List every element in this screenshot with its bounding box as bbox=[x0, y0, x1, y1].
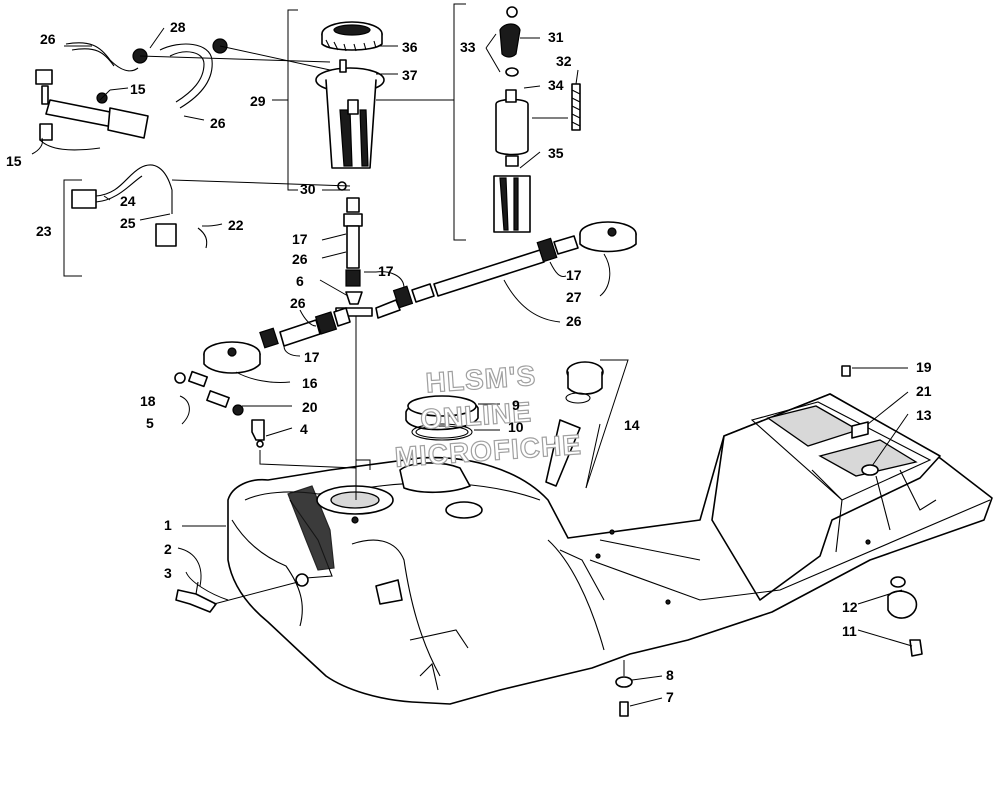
callout-17-right: 17 bbox=[566, 267, 582, 283]
callout-26-top-left: 26 bbox=[40, 31, 56, 47]
callout-20: 20 bbox=[302, 399, 318, 415]
callout-26-return: 26 bbox=[290, 295, 306, 311]
return-line-left bbox=[259, 307, 351, 349]
callout-21: 21 bbox=[916, 383, 932, 399]
filler-cap-ring-36 bbox=[321, 21, 383, 52]
callout-26-crossover: 26 bbox=[566, 313, 582, 329]
sender-unit-14 bbox=[545, 361, 604, 487]
callout-23: 23 bbox=[36, 223, 52, 239]
callout-33: 33 bbox=[460, 39, 476, 55]
callout-3: 3 bbox=[164, 565, 172, 581]
bracket-29 bbox=[272, 9, 298, 191]
drain-plug-19-21-13 bbox=[841, 365, 891, 531]
pump-module-37 bbox=[315, 59, 385, 191]
fuel-tank bbox=[227, 393, 993, 705]
callout-11: 11 bbox=[842, 623, 857, 639]
callout-31: 31 bbox=[548, 29, 564, 45]
callout-26-rail: 26 bbox=[210, 115, 226, 131]
callout-6: 6 bbox=[296, 273, 304, 289]
gasket-10 bbox=[411, 423, 473, 441]
callout-29: 29 bbox=[250, 93, 266, 109]
callout-10: 10 bbox=[508, 419, 524, 435]
callout-22: 22 bbox=[228, 217, 244, 233]
callout-14: 14 bbox=[624, 417, 640, 433]
vent-fittings bbox=[174, 370, 265, 448]
callout-32: 32 bbox=[556, 53, 572, 69]
callout-17-return: 17 bbox=[304, 349, 320, 365]
callout-37: 37 bbox=[402, 67, 418, 83]
callout-18: 18 bbox=[140, 393, 156, 409]
callout-15-upper: 15 bbox=[130, 81, 146, 97]
callouts: 26 28 15 26 15 29 36 37 30 33 31 32 34 3… bbox=[6, 19, 932, 705]
callout-35: 35 bbox=[548, 145, 564, 161]
bracket-14 bbox=[585, 359, 629, 489]
watermark-line-1: HLSM'S bbox=[425, 360, 538, 399]
callout-13: 13 bbox=[916, 407, 932, 423]
fuel-pickup-27 bbox=[579, 221, 637, 253]
callout-17-cross: 17 bbox=[378, 263, 394, 279]
callout-12: 12 bbox=[842, 599, 858, 615]
callout-16: 16 bbox=[302, 375, 318, 391]
callout-1: 1 bbox=[164, 517, 172, 533]
callout-28: 28 bbox=[170, 19, 186, 35]
fitting-2-3 bbox=[175, 581, 217, 613]
callout-15-lower: 15 bbox=[6, 153, 22, 169]
callout-24: 24 bbox=[120, 193, 136, 209]
callout-7: 7 bbox=[666, 689, 674, 705]
callout-2: 2 bbox=[164, 541, 172, 557]
fuel-cap-9 bbox=[405, 395, 479, 431]
callout-19: 19 bbox=[916, 359, 932, 375]
callout-25: 25 bbox=[120, 215, 136, 231]
vertical-hose-assembly bbox=[335, 197, 373, 317]
callout-5: 5 bbox=[146, 415, 154, 431]
bracket-pump-group bbox=[453, 3, 466, 241]
wire-harness-23 bbox=[71, 164, 208, 249]
fuel-pickup-16 bbox=[203, 341, 261, 374]
callout-17-vertical: 17 bbox=[292, 231, 308, 247]
mount-11-12 bbox=[887, 576, 923, 657]
pump-parts-column bbox=[493, 6, 581, 233]
callout-30: 30 bbox=[300, 181, 316, 197]
callout-9: 9 bbox=[512, 397, 520, 413]
callout-27: 27 bbox=[566, 289, 582, 305]
callout-26-vertical: 26 bbox=[292, 251, 308, 267]
leader-lines bbox=[31, 27, 913, 707]
mount-7-8 bbox=[615, 660, 633, 717]
bracket-23 bbox=[63, 179, 82, 277]
callout-34: 34 bbox=[548, 77, 564, 93]
callout-4: 4 bbox=[300, 421, 308, 437]
callout-36: 36 bbox=[402, 39, 418, 55]
fuel-rail-assembly bbox=[35, 38, 228, 151]
crossover-hose bbox=[375, 235, 579, 319]
callout-8: 8 bbox=[666, 667, 674, 683]
